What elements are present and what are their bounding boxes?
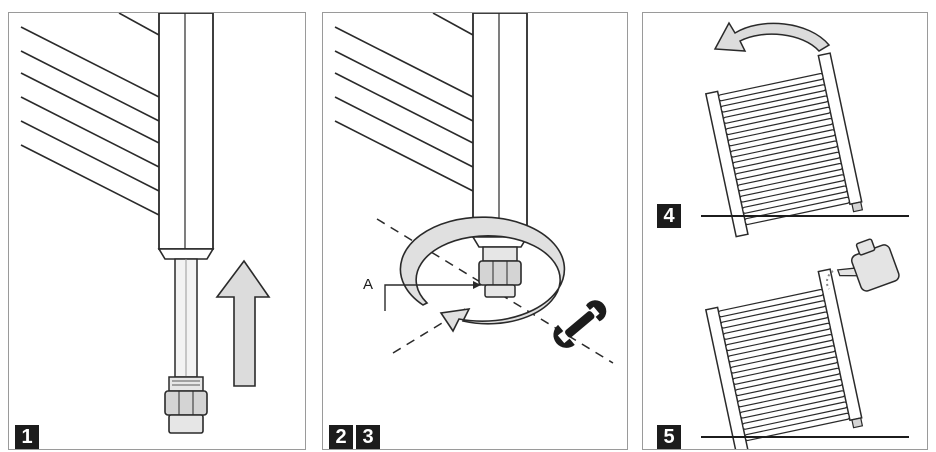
radiator-rung [744,196,850,226]
step-badge-5: 5 [657,425,681,449]
rail-bar [118,13,160,36]
step-panel-1: 1 [8,12,306,450]
radiator-rung [722,95,829,124]
wrench-icon [553,300,607,348]
up-arrow-icon [215,259,271,387]
radiator-rung [737,162,843,192]
rail-bar [334,72,474,144]
rail-bar [334,96,474,168]
radiator-rung [732,356,838,385]
radiator-rung [734,367,841,397]
radiator-rung [718,288,824,318]
radiator-rung [739,174,846,203]
radiator-tube [471,13,529,248]
fitting-nut [478,246,522,298]
radiator-rung [727,117,834,147]
radiator-rung [730,345,836,374]
radiator-rung [732,140,838,169]
radiator-rung [720,300,826,329]
step-badge-4: 4 [657,204,681,228]
step-badge-1: 1 [15,425,39,449]
rail-bar [334,26,474,98]
rail-bar [20,120,160,192]
panel-1-illustration [20,13,271,434]
radiator-rung [742,401,848,430]
radiator-rung [739,390,846,419]
rail-bar [20,50,160,122]
step-badge-2: 2 [329,425,353,449]
rail-bar [20,72,160,144]
tilted-radiator [704,268,864,449]
radiator-rung [725,322,831,352]
step-panel-4-5: 4 5 [642,12,928,450]
radiator-rung [730,129,836,158]
radiator-rung [720,84,826,113]
heating-element [164,258,208,434]
tilted-radiator [704,52,864,238]
radiator-rung [737,378,843,408]
rail-bar [20,26,160,98]
radiator-rung [734,151,841,181]
panel-2-3-illustration [334,13,614,364]
radiator-rung [742,185,848,214]
radiator-rung [722,311,829,340]
panel-4-5-illustration [701,21,909,449]
radiator-rung [725,106,831,136]
rail-bar [432,13,474,36]
marker-a-arrowhead [473,281,481,289]
marker-a-label: A [363,276,374,293]
radiator-tube [157,13,215,260]
radiator-rung [727,333,834,363]
rotate-arrow-icon [713,21,831,52]
pour-stream [825,270,834,290]
step-badge-3: 3 [356,425,380,449]
rotate-arrow-icon [399,216,566,333]
rail-bar [334,50,474,122]
marker-a-leader [384,284,481,311]
rail-bar [334,120,474,192]
step-panel-2-3: A 2 3 [322,12,628,450]
axis-line [376,218,614,364]
oil-can-icon [836,238,900,292]
rail-bar [20,144,160,216]
rail-bar [20,96,160,168]
radiator-rung [718,72,824,102]
